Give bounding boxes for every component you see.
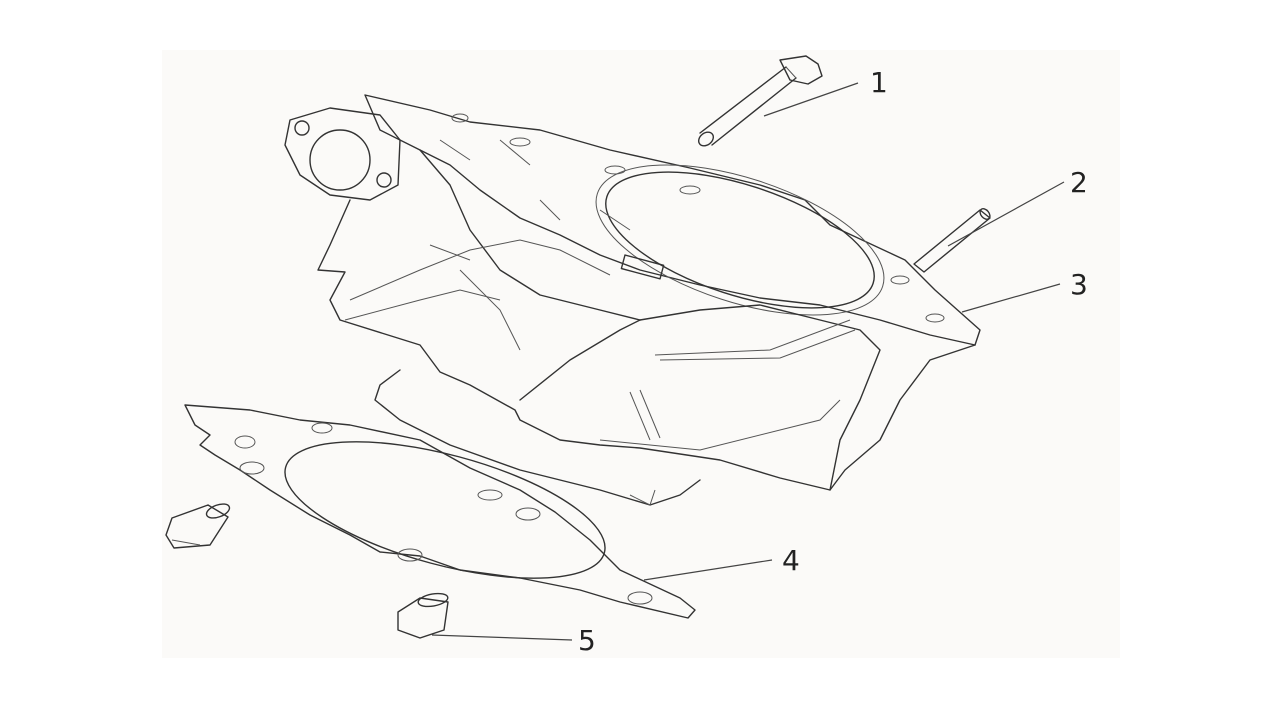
leader-line-4 (643, 559, 773, 581)
leader-line-1 (763, 82, 859, 117)
pin-part (913, 208, 991, 273)
callout-2: 2 (1070, 166, 1088, 199)
leader-line-3 (961, 283, 1061, 313)
bolt-part (697, 55, 823, 147)
leader-line-2 (947, 181, 1065, 247)
cylinder-block-part (284, 94, 981, 506)
callout-1: 1 (870, 66, 888, 99)
dowel-part-left (165, 503, 231, 549)
dowel-part-bottom (397, 592, 449, 639)
callout-4: 4 (782, 544, 800, 577)
diagram-panel (162, 50, 1120, 658)
callout-3: 3 (1070, 268, 1088, 301)
leader-line-5 (431, 634, 573, 641)
gasket-part (184, 404, 696, 619)
callout-5: 5 (578, 624, 596, 657)
